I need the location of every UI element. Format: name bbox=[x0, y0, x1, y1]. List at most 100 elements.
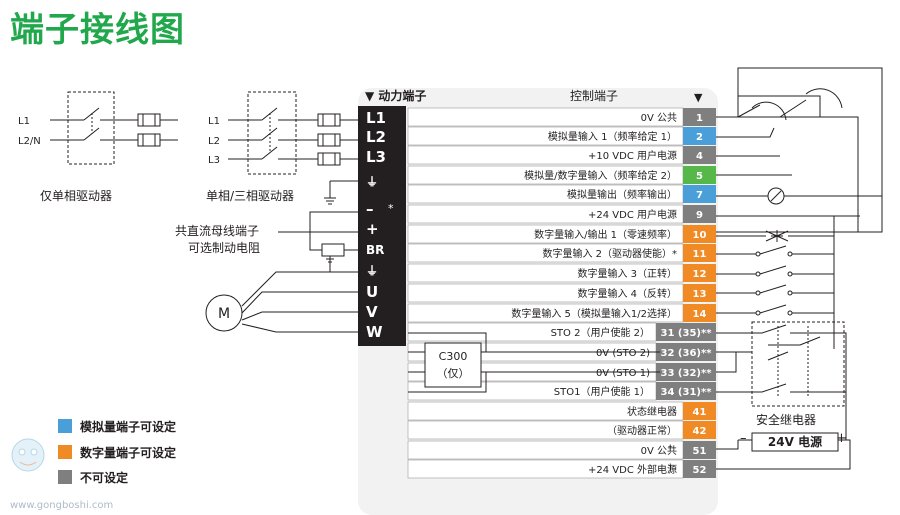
c300-label: C300 bbox=[439, 350, 468, 363]
terminal-number-box bbox=[683, 421, 716, 439]
dagger-52: † bbox=[668, 463, 673, 473]
motor-label: M bbox=[218, 306, 230, 322]
control-row-14: 数字量输入 5（模拟量输入1/2选择） 14 bbox=[407, 303, 716, 323]
power-terminal-4: – bbox=[366, 200, 374, 218]
terminal-number: 9 bbox=[696, 210, 703, 221]
three-l2-label: L2 bbox=[208, 136, 220, 147]
terminal-number: 34 (31)** bbox=[661, 387, 713, 398]
power-terminal-1: L2 bbox=[366, 128, 386, 146]
terminal-number-box bbox=[683, 108, 716, 126]
control-row-9: +24 VDC 用户电源 9 bbox=[407, 204, 716, 224]
terminal-number-box bbox=[683, 402, 716, 420]
dc-minus-note: * bbox=[388, 202, 394, 215]
control-row-10: 数字量输入/输出 1（零速频率）10 bbox=[407, 224, 716, 244]
control-row-label: 数字量输入 2（驱动器使能）* bbox=[542, 247, 677, 260]
braking-resistor bbox=[278, 211, 358, 257]
watermark-url: www.gongboshi.com bbox=[10, 500, 113, 511]
terminal-number-box bbox=[683, 166, 716, 184]
terminal-number: 7 bbox=[696, 190, 703, 201]
psu-wiring bbox=[716, 439, 851, 470]
terminal-number-box bbox=[683, 284, 716, 302]
power-terminal-9: V bbox=[366, 303, 378, 321]
legend-digital-swatch bbox=[58, 445, 72, 459]
power-terminal-block bbox=[358, 106, 406, 346]
terminal-number-box bbox=[656, 343, 716, 361]
terminal-number-box bbox=[683, 185, 716, 203]
terminal-number-box bbox=[683, 127, 716, 145]
terminal-number: 4 bbox=[696, 151, 703, 162]
control-row-label: 数字量输入 5（模拟量输入1/2选择） bbox=[511, 307, 677, 320]
motor bbox=[205, 255, 358, 333]
terminal-number-box bbox=[683, 244, 716, 262]
three-l1-label: L1 bbox=[208, 116, 220, 127]
terminal-number-box bbox=[683, 460, 716, 478]
terminal-number-box bbox=[656, 323, 716, 341]
legend-fixed-swatch bbox=[58, 470, 72, 484]
legend-analog-label: 模拟量端子可设定 bbox=[80, 419, 176, 434]
three-phase-supply bbox=[228, 91, 358, 205]
power-terminal-10: W bbox=[366, 323, 383, 341]
control-row-13: 数字量输入 4（反转） 13 bbox=[407, 283, 716, 303]
terminal-number: 14 bbox=[693, 309, 707, 320]
control-row-label: STO1（用户使能 1） bbox=[554, 385, 650, 398]
terminal-number: 41 bbox=[693, 407, 707, 418]
terminal-number: 33 (32)** bbox=[661, 368, 713, 379]
safety-relay-label: 安全继电器 bbox=[756, 412, 816, 427]
single-l2n-label: L2/N bbox=[18, 136, 41, 147]
power-terminal-0: L1 bbox=[366, 109, 386, 127]
c300-wiring bbox=[408, 332, 660, 393]
control-header-arrow: ▼ bbox=[694, 91, 703, 104]
control-row-label: +24 VDC 用户电源 bbox=[588, 208, 677, 221]
terminal-number: 5 bbox=[696, 171, 703, 182]
control-row-label: +10 VDC 用户电源 bbox=[588, 149, 677, 162]
control-row-label: 0V (STO 2) bbox=[596, 348, 650, 359]
control-row-label: 数字量输入/输出 1（零速频率） bbox=[534, 228, 677, 241]
power-terminal-3: ⏚ bbox=[366, 175, 378, 189]
power-terminal-5: + bbox=[366, 220, 379, 238]
right-wiring bbox=[716, 67, 883, 349]
control-row-4: +10 VDC 用户电源 4 bbox=[407, 145, 716, 165]
terminal-number: 2 bbox=[696, 132, 703, 143]
legend-analog-swatch bbox=[58, 419, 72, 433]
control-row-11: 数字量输入 2（驱动器使能）*11 bbox=[407, 243, 716, 263]
control-row-label: 状态继电器 bbox=[627, 405, 677, 418]
terminal-number: 12 bbox=[693, 269, 707, 280]
control-row-label: 0V (STO 1) bbox=[596, 368, 650, 379]
braking-resistor-caption: 可选制动电阻 bbox=[188, 241, 260, 255]
terminal-number: 32 (36)** bbox=[661, 348, 713, 359]
psu-box bbox=[751, 432, 839, 452]
single-l1-label: L1 bbox=[18, 116, 30, 127]
control-row-41: 状态继电器 41 bbox=[407, 401, 716, 421]
terminal-number: 52 bbox=[693, 465, 707, 476]
watermark-logo bbox=[11, 438, 45, 472]
control-row-7: 模拟量输出（频率输出）7 bbox=[407, 184, 716, 204]
terminal-number-box bbox=[683, 146, 716, 164]
single-phase-caption: 仅单相驱动器 bbox=[40, 189, 112, 203]
terminal-number: 13 bbox=[693, 289, 707, 300]
psu-label: 24V 电源 bbox=[768, 434, 822, 449]
control-row-label: （驱动器正常） bbox=[607, 424, 677, 437]
control-row-label: 数字量输入 4（反转） bbox=[577, 287, 677, 300]
c300-box bbox=[424, 342, 482, 388]
legend-fixed-label: 不可设定 bbox=[80, 470, 128, 485]
power-header: ▼ 动力端子 bbox=[365, 88, 426, 103]
terminal-number-box bbox=[683, 225, 716, 243]
control-row-2: 模拟量输入 1（频率给定 1）2 bbox=[407, 126, 716, 146]
power-terminal-6: BR bbox=[366, 243, 384, 257]
c300-only-label: （仅） bbox=[437, 367, 470, 380]
control-header: 控制端子 bbox=[570, 89, 618, 103]
terminal-number: 1 bbox=[696, 113, 703, 124]
power-terminal-7: ⏚ bbox=[366, 264, 378, 278]
terminal-number: 31 (35)** bbox=[661, 328, 713, 339]
control-row-label: 0V 公共 bbox=[641, 445, 677, 457]
legend-digital-label: 数字量端子可设定 bbox=[80, 445, 176, 460]
terminal-number-box bbox=[656, 382, 716, 400]
psu-plus: + bbox=[836, 431, 847, 446]
power-terminal-8: U bbox=[366, 283, 378, 301]
terminal-number: 42 bbox=[693, 426, 707, 437]
page-title: 端子接线图 bbox=[10, 10, 185, 50]
